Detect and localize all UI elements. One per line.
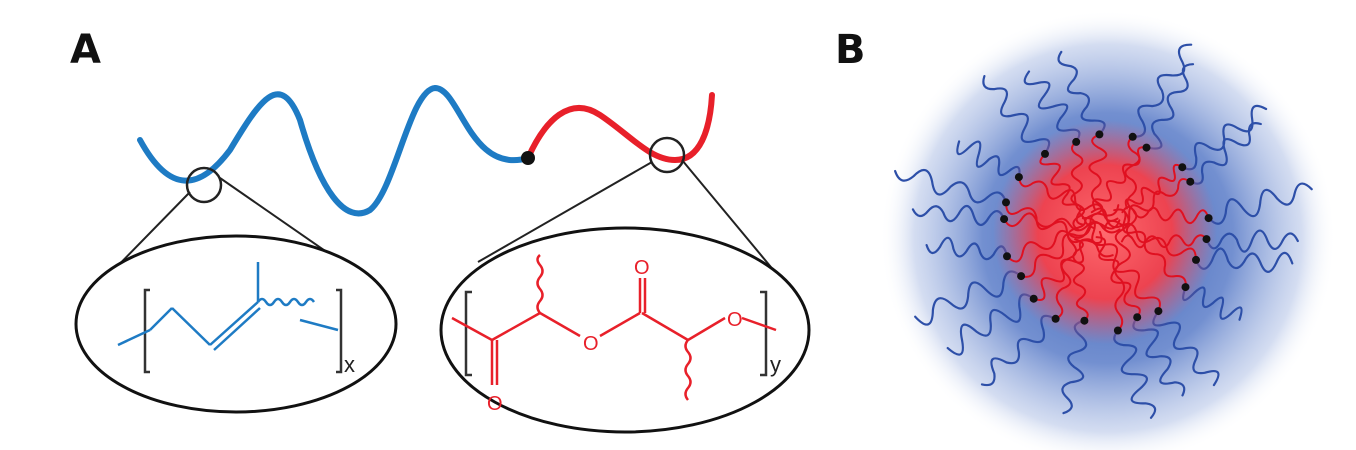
junction-dot (1000, 215, 1009, 224)
junction-dot (1072, 137, 1081, 146)
junction-dot (1003, 252, 1011, 261)
polylactide-block (525, 92, 715, 164)
carbonyl-oxygen-left: O (487, 393, 503, 415)
ester-oxygen-middle: O (583, 333, 599, 355)
corona-chain (1131, 43, 1193, 138)
corona-chain (1207, 182, 1313, 225)
junction-dot (1017, 272, 1026, 281)
core-chain (1121, 205, 1210, 225)
core-chain (1003, 212, 1121, 234)
junction-dot (1202, 235, 1211, 244)
polyisoprene-block (137, 84, 531, 217)
junction-dots (1000, 130, 1213, 335)
junction-dot (1192, 255, 1200, 264)
junction-dot (1133, 313, 1142, 322)
core-chain (1120, 234, 1208, 249)
core-chain (1039, 152, 1085, 226)
corona-chain (914, 270, 1023, 326)
corona-chain (911, 204, 1006, 227)
panel-b-label: B (835, 27, 866, 73)
core-chains (1003, 133, 1210, 332)
core-chain (1084, 133, 1108, 229)
polyisoprene-structure (117, 262, 343, 374)
corona-chain (925, 236, 1009, 261)
polylactide-structure (451, 254, 777, 401)
corona-chain (980, 314, 1057, 387)
core-chain (1017, 176, 1119, 222)
junction-dot (1128, 132, 1137, 141)
polylactide-subscript: y (770, 352, 781, 377)
corona-chain (946, 293, 1035, 356)
junction-dot (1002, 198, 1010, 207)
junction-dot (1181, 283, 1190, 292)
junction-dot (1186, 177, 1195, 186)
corona-chain (894, 169, 1008, 204)
polylactide-oxygens: O O O O (487, 257, 743, 415)
corona-chain (956, 140, 1021, 179)
zoom-circle-left (185, 166, 223, 204)
core-chain (1124, 163, 1184, 210)
core-chain (1092, 146, 1148, 210)
core-chain (1032, 230, 1103, 301)
polyisoprene-detail-ellipse (74, 234, 398, 414)
junction-dot (1095, 130, 1104, 139)
corona-chain (982, 75, 1051, 155)
carbonyl-oxygen-top: O (634, 257, 650, 279)
core-chain (1095, 236, 1141, 319)
core-chain (1114, 211, 1131, 332)
ester-oxygen-right: O (727, 309, 743, 331)
junction-dot (1041, 149, 1049, 158)
polylactide-detail-ellipse (439, 226, 811, 434)
panel-a-label: A (70, 27, 101, 73)
polyisoprene-subscript: x (344, 352, 355, 377)
junction-dot (1113, 326, 1122, 335)
corona-chain (1057, 50, 1106, 136)
block-junction-dot (521, 151, 535, 165)
junction-dot (1014, 173, 1023, 182)
junction-dot (1080, 316, 1089, 325)
corona-chain (1181, 104, 1268, 171)
core-chain (1070, 140, 1086, 231)
core-chain (1020, 204, 1120, 278)
junction-dot (1154, 307, 1163, 316)
corona-chain (1189, 122, 1262, 185)
core-chain (1005, 201, 1114, 258)
junction-dot (1142, 143, 1151, 152)
core-chain (1113, 208, 1187, 289)
corona-chain (1205, 229, 1299, 253)
junction-dot (1204, 214, 1213, 223)
corona-chain (1113, 329, 1157, 419)
core-chain (1124, 135, 1141, 239)
junction-dot (1178, 163, 1187, 172)
zoom-circle-right (648, 136, 686, 174)
micelle (880, 10, 1336, 450)
diblock-copolymer-chain (137, 84, 715, 217)
junction-dot (1029, 294, 1038, 303)
junction-dot (1051, 314, 1060, 323)
micelle-core-glow (993, 120, 1217, 344)
